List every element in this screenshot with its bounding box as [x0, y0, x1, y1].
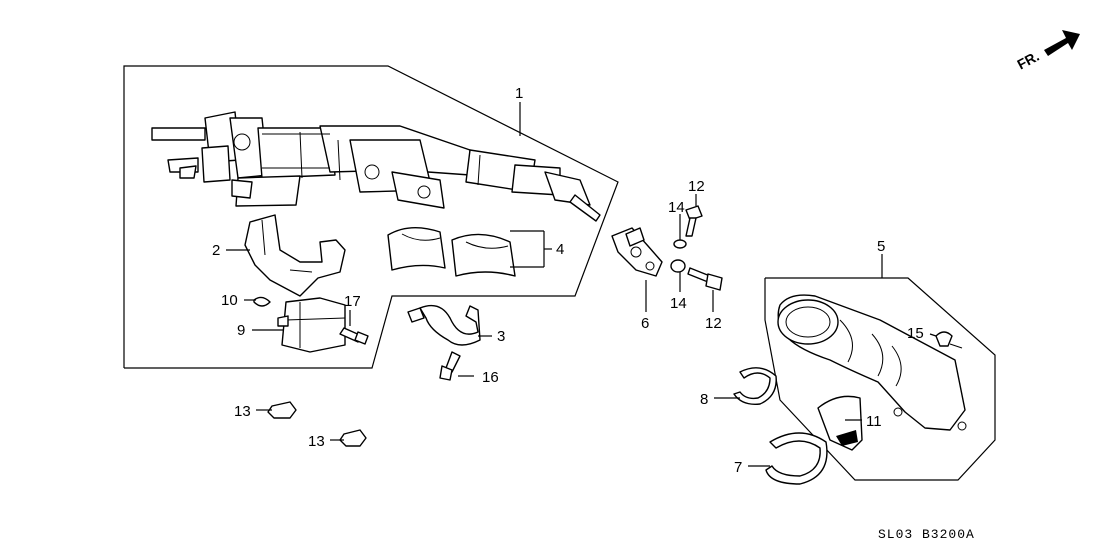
steering-column-drawing: [151, 111, 601, 222]
front-arrow-icon: [1044, 30, 1080, 56]
callout-10: 10: [221, 292, 238, 309]
washer-14b-drawing: [670, 259, 686, 273]
callout-3: 3: [497, 328, 505, 345]
front-direction-label: FR.: [1014, 48, 1041, 73]
callout-17: 17: [344, 293, 361, 310]
column-assembly-outline: [123, 65, 619, 369]
band-8-drawing: [733, 367, 777, 405]
bolt-12b-drawing: [687, 267, 723, 291]
callout-14a: 14: [668, 199, 685, 216]
nut-13a-drawing: [267, 401, 297, 419]
callout-7: 7: [734, 459, 742, 476]
callout-2: 2: [212, 242, 220, 259]
front-direction-indicator: FR.: [1014, 30, 1080, 73]
callout-4: 4: [556, 241, 564, 258]
universal-joint-drawing: [611, 227, 663, 277]
callout-12a: 12: [688, 178, 705, 195]
callout-1: 1: [515, 85, 523, 102]
band-7-drawing: [765, 432, 828, 485]
callout-5: 5: [877, 238, 885, 255]
sleeves-drawing: [387, 227, 516, 277]
clamp-drawing: [407, 304, 481, 346]
seal-11-drawing: [817, 395, 863, 451]
callout-15: 15: [907, 325, 924, 342]
callout-13a: 13: [234, 403, 251, 420]
bolt-17-drawing: [339, 327, 369, 345]
callout-6: 6: [641, 315, 649, 332]
bolt-12a-drawing: [685, 205, 703, 237]
callout-11: 11: [866, 413, 882, 430]
nut-13b-drawing: [339, 429, 367, 447]
callout-14b: 14: [670, 295, 687, 312]
cover-assembly-outline: [764, 277, 996, 481]
callout-9: 9: [237, 322, 245, 339]
clip-15-drawing: [935, 331, 963, 349]
callout-16: 16: [482, 369, 499, 386]
leader-lines: [226, 102, 937, 467]
bolt-16-drawing: [439, 351, 461, 381]
part-callouts: 1 2 3 4 5 6 7 8 9 10 11 12 12 13 13 14 1…: [212, 85, 924, 476]
callout-8: 8: [700, 391, 708, 408]
callout-12b: 12: [705, 315, 722, 332]
control-unit-drawing: [277, 297, 346, 353]
diagram-code: SL03 B3200A: [878, 527, 975, 542]
callout-13b: 13: [308, 433, 325, 450]
lower-cover-drawing: [244, 214, 346, 297]
cover-drawing: [777, 294, 967, 431]
clip-ring-drawing: [253, 296, 271, 307]
washer-14a-drawing: [673, 239, 687, 249]
